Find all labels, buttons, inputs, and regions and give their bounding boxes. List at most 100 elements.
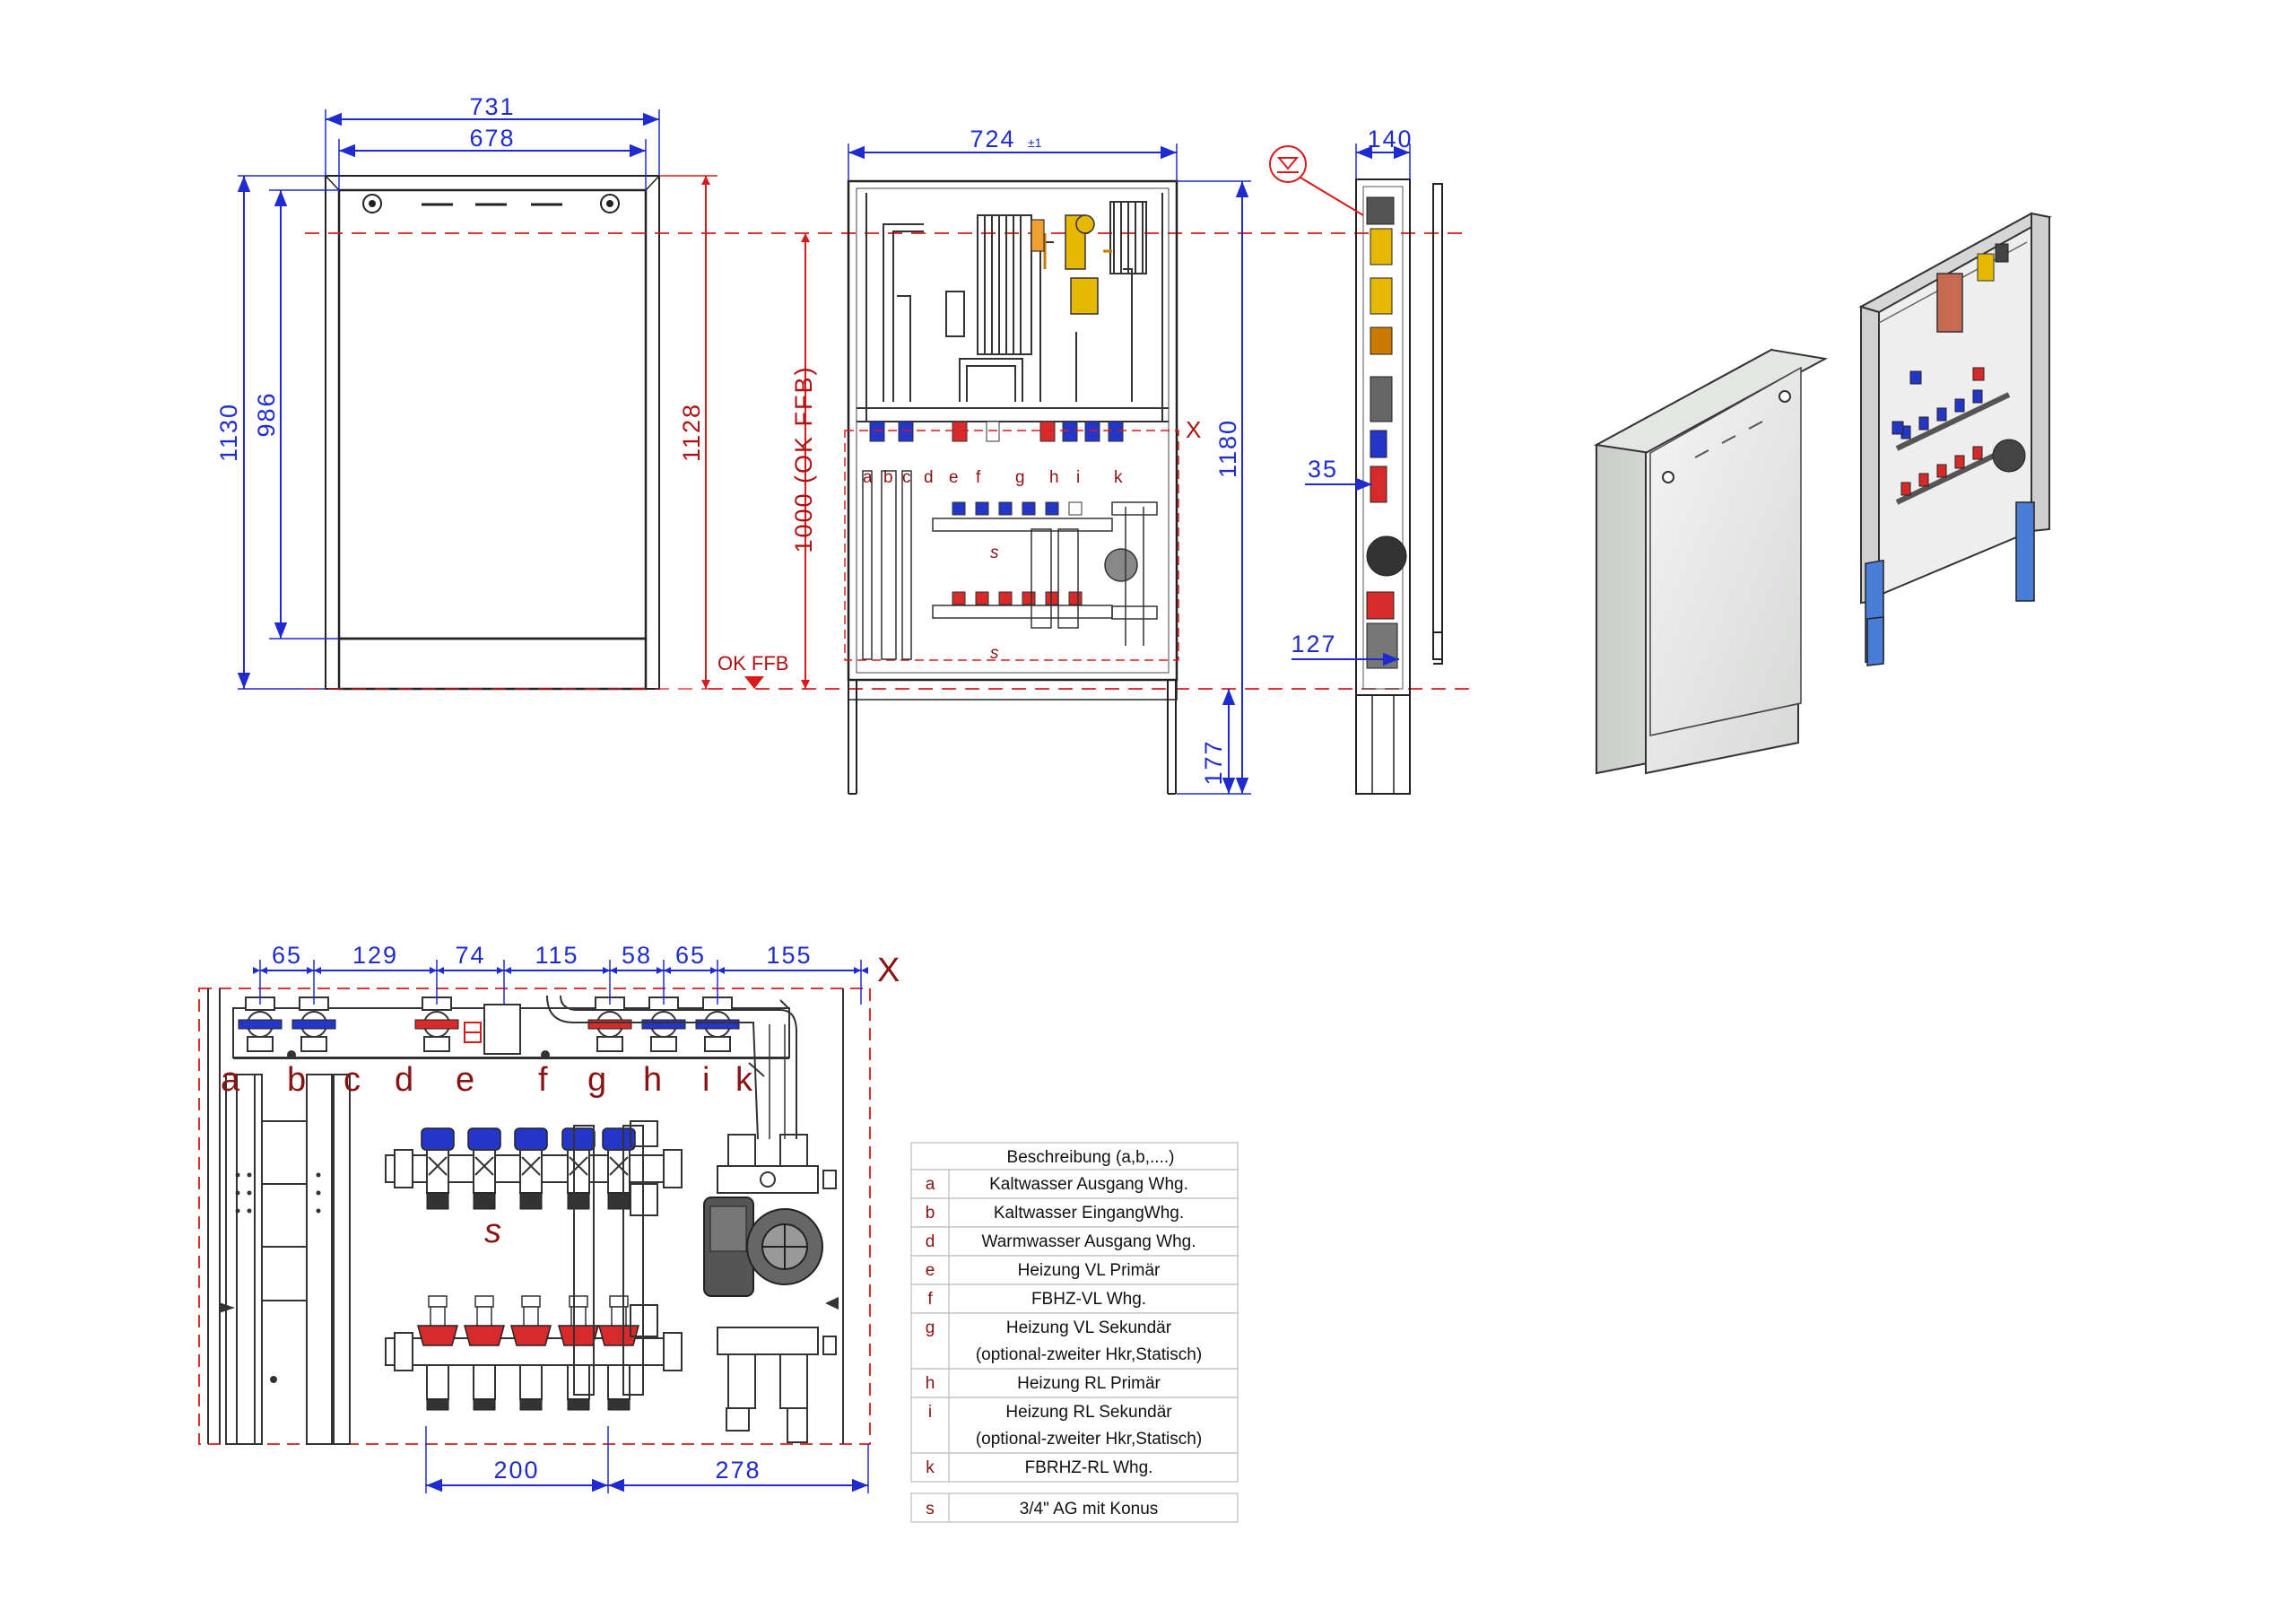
iso-open-cabinet [1858,212,2052,666]
legend-row: e Heizung VL Primär [910,1255,1239,1285]
spacing-dim: 155 [766,942,812,969]
circulation-pump [703,1197,823,1297]
detail-view: X [198,942,900,1493]
interior-letter-b: b [883,468,893,487]
iso-closed-cabinet [1593,348,1829,775]
interior-manifold-return [932,591,1113,619]
dim-127: 127 [1291,631,1336,657]
interior-s-bottom: s [990,644,999,663]
detail-letter-c: c [344,1061,361,1099]
legend-desc: Heizung RL Sekundär [1005,1403,1172,1422]
detail-s-label: s [484,1213,501,1250]
legend-desc: FBHZ-VL Whg. [1031,1290,1146,1309]
dim-bottom-200: 200 [493,1457,539,1484]
supply-valve-cap [561,1127,596,1151]
detail-letter-h: h [643,1061,662,1099]
legend-key: e [926,1261,935,1280]
detail-letter-k: k [735,1061,753,1099]
cabinet-frame [325,175,660,690]
detail-letter-a: a [221,1061,240,1099]
wing-nut-icon [825,1297,839,1310]
legend-footer-text: 3/4" AG mit Konus [1020,1500,1159,1519]
dim-feet: 177 [1200,739,1227,785]
legend-row: b Kaltwasser EingangWhg. [910,1197,1239,1228]
detail-region-x [844,430,1179,661]
spacing-dim: 65 [272,942,302,969]
detail-marker-x: X [877,952,900,989]
return-ports [417,1295,639,1411]
interior-letter-k: k [1114,468,1123,487]
spacing-dim: 74 [455,942,485,969]
dim-bottom-278: 278 [715,1457,761,1484]
detail-letter-d: d [395,1061,413,1099]
mixing-valve-assembly [1031,214,1112,315]
legend-key: f [927,1290,933,1309]
legend-key: h [926,1374,935,1393]
cabinet-door [337,188,648,640]
detail-letter-g: g [587,1061,606,1099]
return-valve-cap [569,1295,588,1308]
spacing-dim: 129 [352,942,398,969]
legend-key: a [926,1175,935,1194]
legend-table: Beschreibung (a,b,....) a Kaltwasser Ausg… [910,1142,1239,1523]
dim-ok-ffb: 1000 (OK FFB) [790,365,817,553]
legend-footer-key: s [926,1500,935,1519]
return-valve-cap [474,1295,494,1308]
dim-width-inner: 678 [469,125,515,152]
dim-height-total: 1130 [215,403,242,462]
legend-row: a Kaltwasser Ausgang Whg. [910,1169,1239,1199]
dim-depth: 140 [1367,126,1413,152]
detail-region-outline [198,988,871,1445]
wing-nut-icon [219,1302,235,1313]
legend-desc: Warmwasser Ausgang Whg. [982,1232,1196,1251]
dim-height-door: 986 [253,391,280,437]
interior-letter-a: a [863,468,873,487]
legend-desc: Heizung VL Primär [1018,1261,1161,1280]
interior-letter-f: f [976,468,981,487]
pump-piping [717,1134,837,1443]
dim-interior-width: 724 [970,126,1015,152]
dim-interior-tolerance: ±1 [1028,135,1042,150]
legend-desc: Heizung VL Sekundär [1006,1318,1172,1337]
interior-valve-row [869,421,1124,442]
legend-header: Beschreibung (a,b,....) [1007,1148,1175,1167]
legend-key: b [926,1204,935,1223]
ok-ffb-label: OK FFB [718,652,788,674]
legend-desc: Kaltwasser Ausgang Whg. [989,1175,1188,1194]
interior-letter-h: h [1049,468,1059,487]
spacing-dim: 115 [535,942,578,969]
cabinet-plinth [337,637,648,691]
legend-key: g [926,1318,935,1337]
legend-desc: Kaltwasser EingangWhg. [994,1204,1184,1223]
detail-letter-i: i [702,1061,709,1099]
section-marker-x: X [1186,416,1201,443]
dim-35: 35 [1308,456,1338,483]
legend-desc: Heizung RL Primär [1017,1374,1161,1393]
legend-row: f FBHZ-VL Whg. [910,1284,1239,1314]
legend-desc-note: (optional-zweiter Hkr,Statisch) [976,1430,1202,1449]
level-marker-icon [744,676,764,689]
dim-height-right: 1180 [1214,419,1241,478]
supply-valve-cap [467,1127,501,1151]
legend-row: k FBRHZ-RL Whg. [910,1452,1239,1483]
reference-lines [305,232,1471,690]
interior-letter-d: d [924,468,934,487]
return-valve-cap [609,1295,629,1308]
legend-key: k [926,1458,935,1477]
supply-valve-cap [514,1127,548,1151]
return-valve-cap [428,1295,448,1308]
detail-letter-e: e [456,1061,474,1099]
interior-letter-g: g [1015,468,1025,487]
legend-desc: FBRHZ-RL Whg. [1025,1458,1153,1477]
supply-valve-cap [421,1127,455,1151]
return-valve-cap [521,1295,541,1308]
dim-height-frame: 1128 [678,403,705,462]
dim-width-outer: 731 [469,93,515,120]
interior-letter-c: c [902,468,911,487]
